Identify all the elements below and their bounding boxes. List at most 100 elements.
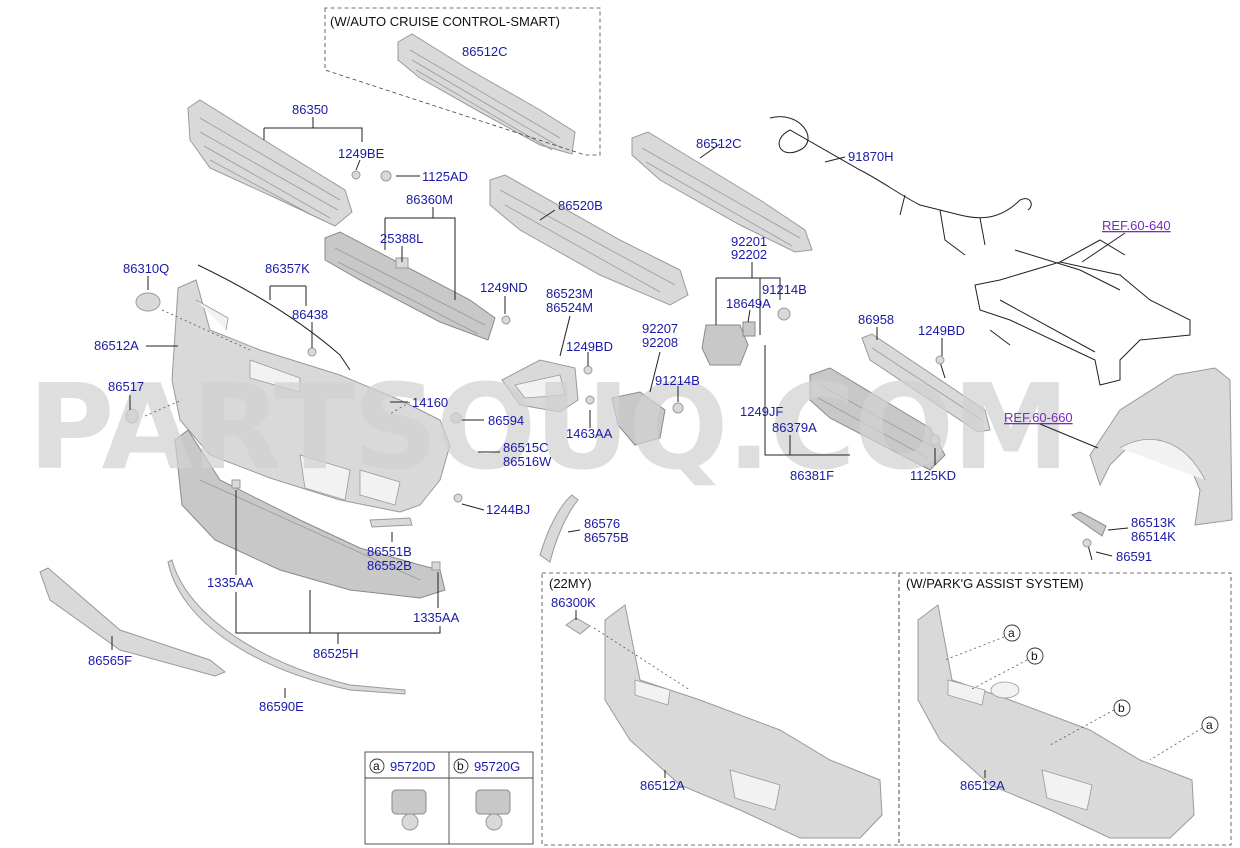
label-86515c[interactable]: 86515C	[503, 440, 549, 455]
label-86438[interactable]: 86438	[292, 307, 328, 322]
legend-part-95720g[interactable]: 95720G	[474, 759, 520, 774]
label-1249be[interactable]: 1249BE	[338, 146, 385, 161]
bumper-86512a-main	[171, 279, 451, 513]
label-86360m[interactable]: 86360M	[406, 192, 453, 207]
body-structure-ref640	[974, 239, 1191, 386]
label-86591[interactable]: 86591	[1116, 549, 1152, 564]
label-1125ad[interactable]: 1125AD	[422, 169, 468, 184]
lip-86565f	[39, 567, 226, 677]
callout-leaders	[944, 636, 1203, 761]
label-86381f[interactable]: 86381F	[790, 468, 834, 483]
label-86310q[interactable]: 86310Q	[123, 261, 169, 276]
label-86350[interactable]: 86350	[292, 102, 328, 117]
ref-60-640[interactable]: REF.60-640	[1102, 218, 1171, 233]
bracket-86513k	[1070, 511, 1107, 537]
label-1249bd-left[interactable]: 1249BD	[566, 339, 613, 354]
label-86523m[interactable]: 86523M	[546, 286, 593, 301]
label-86575b[interactable]: 86575B	[584, 530, 629, 545]
label-86958[interactable]: 86958	[858, 312, 894, 327]
label-92202[interactable]: 92202	[731, 247, 767, 262]
dotted-guides	[144, 309, 691, 691]
label-86516w[interactable]: 86516W	[503, 454, 552, 469]
label-92201[interactable]: 92201	[731, 234, 767, 249]
grille-86512c-mid	[631, 131, 813, 253]
bolt-1249bd-right	[935, 355, 946, 379]
bumper-86512a-22my	[565, 604, 883, 839]
label-86512c-mid[interactable]: 86512C	[696, 136, 742, 151]
acc-smart-header: (W/AUTO CRUISE CONTROL-SMART)	[330, 14, 560, 29]
fastener-1249nd	[501, 315, 511, 325]
fastener-1249be	[351, 170, 361, 180]
label-86525h[interactable]: 86525H	[313, 646, 359, 661]
label-86512a-main[interactable]: 86512A	[94, 338, 139, 353]
my22-header: (22MY)	[549, 576, 592, 591]
label-86300k[interactable]: 86300K	[551, 595, 596, 610]
clip-86438	[307, 347, 317, 357]
label-86517[interactable]: 86517	[108, 379, 144, 394]
harness-91870h	[769, 116, 1032, 256]
sensor-95720g-icon	[475, 789, 511, 831]
screw-86591	[1082, 538, 1093, 561]
sensor-92201	[701, 277, 791, 366]
label-91870h[interactable]: 91870H	[848, 149, 894, 164]
label-1249bd-right[interactable]: 1249BD	[918, 323, 965, 338]
acc-smart-box	[324, 7, 601, 156]
ref-60-660[interactable]: REF.60-660	[1004, 410, 1073, 425]
panel-86360m	[324, 231, 496, 341]
label-25388l[interactable]: 25388L	[380, 231, 423, 246]
label-91214b-top[interactable]: 91214B	[762, 282, 807, 297]
clip-1335aa-left	[231, 479, 241, 489]
fastener-86594	[450, 412, 462, 424]
cap-86517	[125, 408, 139, 424]
moulding-86357k	[197, 264, 351, 371]
clip-1335aa-right	[431, 561, 441, 571]
legend-b-letter: b	[457, 759, 464, 773]
label-86594[interactable]: 86594	[488, 413, 524, 428]
fastener-1125ad	[380, 170, 392, 182]
label-18649a[interactable]: 18649A	[726, 296, 771, 311]
lamp-92207	[611, 391, 684, 446]
fastener-1463aa	[585, 395, 595, 405]
label-1335aa-left[interactable]: 1335AA	[207, 575, 254, 590]
label-86552b[interactable]: 86552B	[367, 558, 412, 573]
watermark: PARTSOUQ.COM	[28, 358, 1068, 496]
label-1249nd[interactable]: 1249ND	[480, 280, 528, 295]
label-86590e[interactable]: 86590E	[259, 699, 304, 714]
label-91214b-mid[interactable]: 91214B	[655, 373, 700, 388]
label-86512a-park[interactable]: 86512A	[960, 778, 1005, 793]
label-86357k[interactable]: 86357K	[265, 261, 310, 276]
label-86520b[interactable]: 86520B	[558, 198, 603, 213]
label-86513k[interactable]: 86513K	[1131, 515, 1176, 530]
callout-a-1: a	[1008, 626, 1015, 640]
label-14160[interactable]: 14160	[412, 395, 448, 410]
legend-a-letter: a	[373, 759, 380, 773]
sensor-legend-table	[364, 751, 534, 845]
moulding-86590e	[167, 559, 406, 695]
label-86576[interactable]: 86576	[584, 516, 620, 531]
label-86565f[interactable]: 86565F	[88, 653, 132, 668]
strip-86551b	[369, 517, 413, 528]
label-86524m[interactable]: 86524M	[546, 300, 593, 315]
label-1249jf[interactable]: 1249JF	[740, 404, 783, 419]
label-1244bj[interactable]: 1244BJ	[486, 502, 530, 517]
label-1463aa[interactable]: 1463AA	[566, 426, 613, 441]
bracket-86523m	[501, 359, 579, 413]
label-86379a[interactable]: 86379A	[772, 420, 817, 435]
label-86512c-top[interactable]: 86512C	[462, 44, 508, 59]
legend-part-95720d[interactable]: 95720D	[390, 759, 436, 774]
callout-a-2: a	[1206, 718, 1213, 732]
label-1125kd[interactable]: 1125KD	[910, 468, 956, 483]
nut-1125kd	[929, 434, 941, 446]
label-92208[interactable]: 92208	[642, 335, 678, 350]
sensor-95720d-icon	[391, 789, 427, 831]
strip-86576	[539, 494, 579, 563]
label-92207[interactable]: 92207	[642, 321, 678, 336]
callout-b-2: b	[1118, 701, 1125, 715]
bumper-86512a-park	[917, 604, 1195, 839]
guide-86379a	[809, 367, 946, 471]
label-1335aa-right[interactable]: 1335AA	[413, 610, 460, 625]
label-86551b[interactable]: 86551B	[367, 544, 412, 559]
label-86512a-22my[interactable]: 86512A	[640, 778, 685, 793]
label-86514k[interactable]: 86514K	[1131, 529, 1176, 544]
